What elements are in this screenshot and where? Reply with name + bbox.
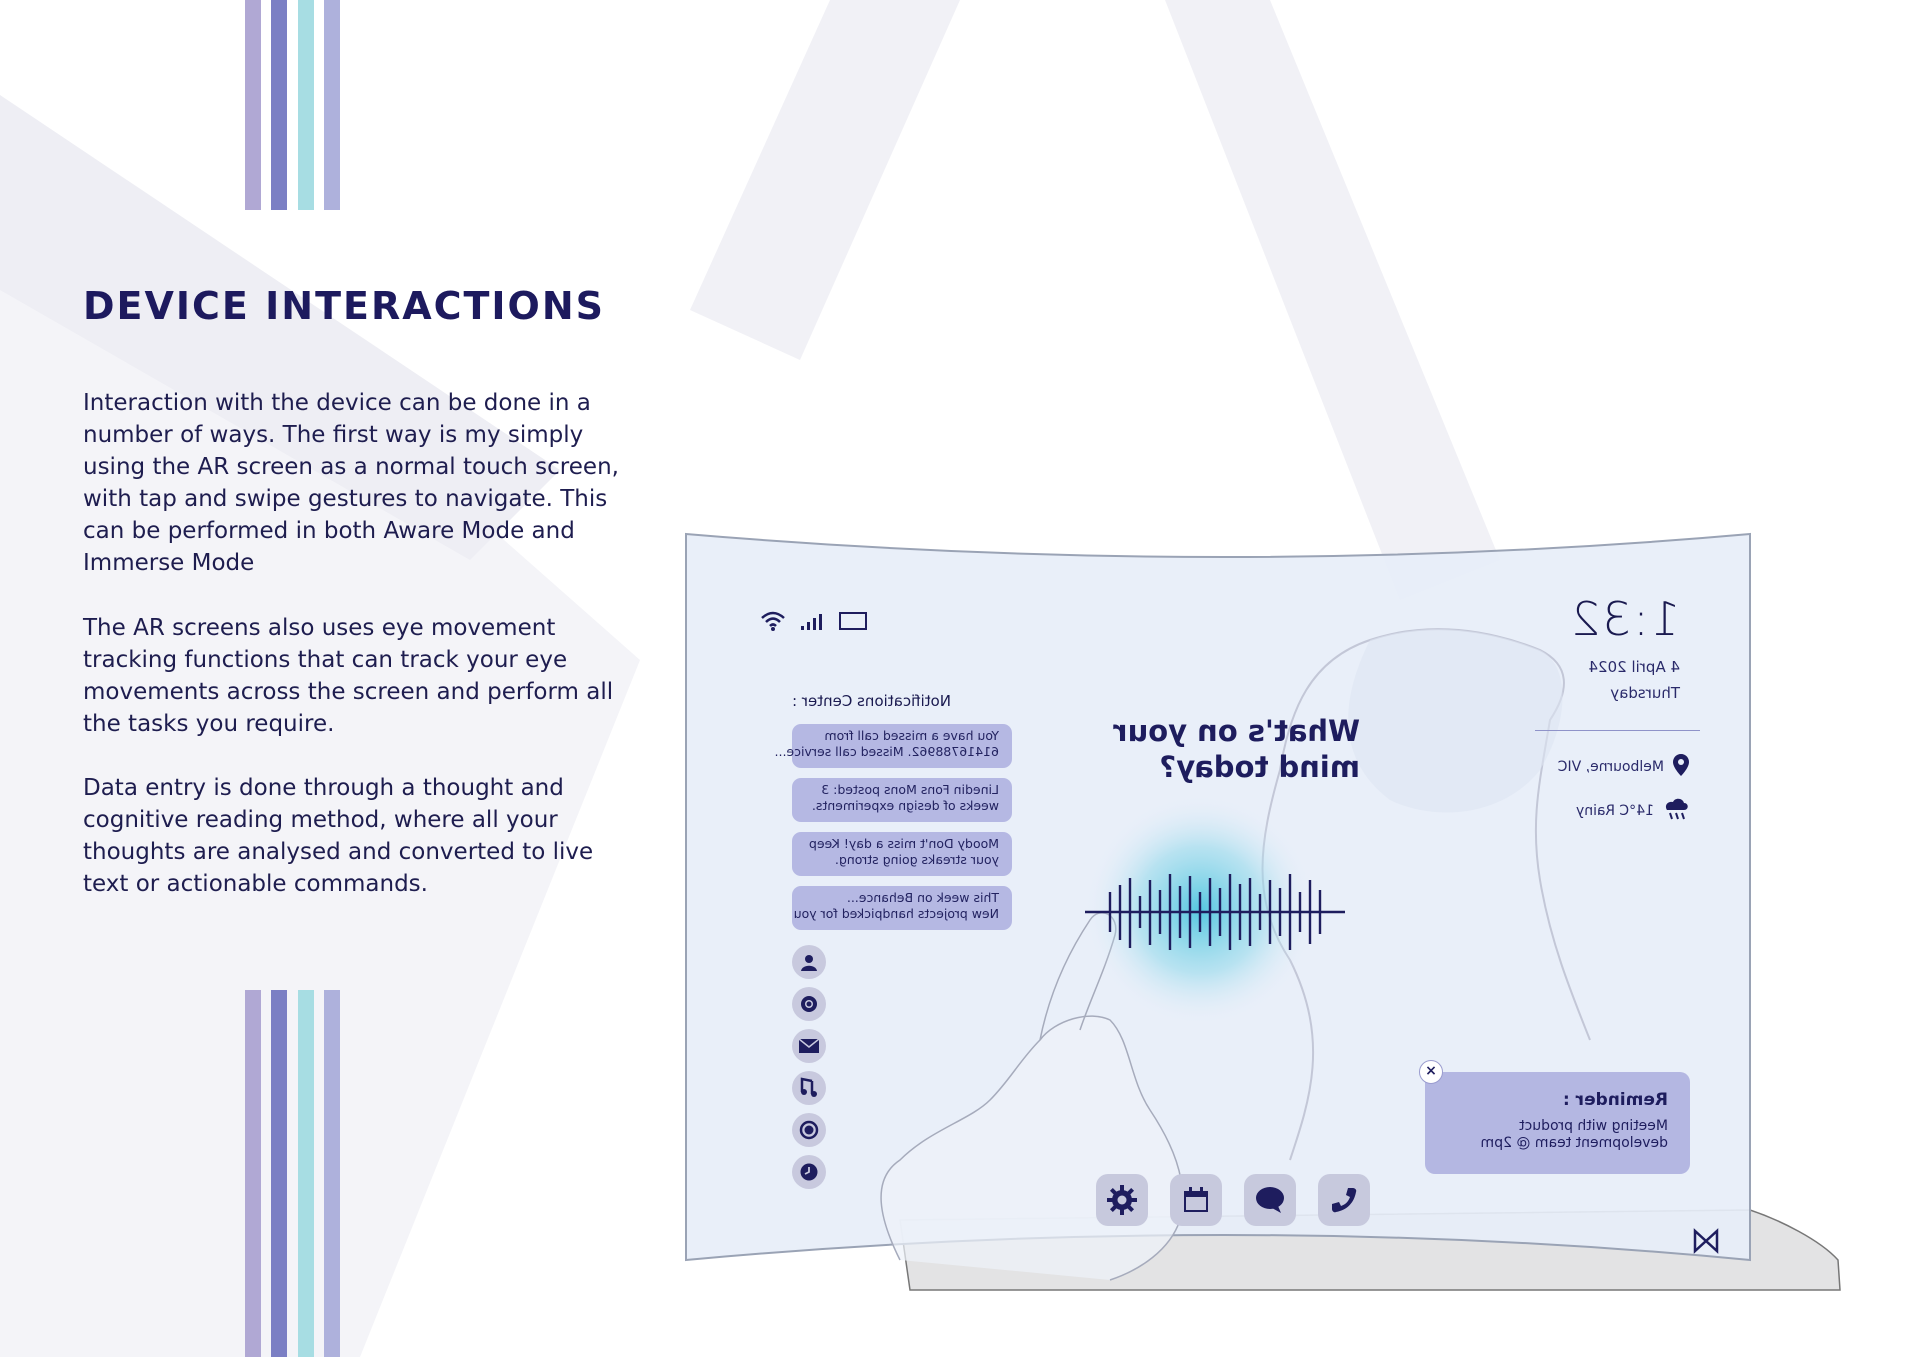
profile-icon[interactable] xyxy=(792,945,826,979)
notification-card[interactable]: You have a missed call from 61416788962.… xyxy=(774,724,1012,768)
clock-icon[interactable] xyxy=(792,1155,826,1189)
weather-row: 14°C Rainy xyxy=(1576,796,1690,826)
paragraph-eye-tracking: The AR screens also uses eye movement tr… xyxy=(83,615,614,737)
ar-screen-content: 1:32 4 April 2024 Thursday Melbourne, VI… xyxy=(690,540,1750,1280)
location-pin-icon xyxy=(1672,753,1690,781)
ar-device-mockup: 1:32 4 April 2024 Thursday Melbourne, VI… xyxy=(670,520,1850,1291)
prompt-line: What's on your xyxy=(1113,714,1360,748)
notifications-title: Notifications Center : xyxy=(792,692,951,710)
reminder-body: Meeting with product development team @ … xyxy=(1480,1118,1668,1151)
chrome-icon[interactable] xyxy=(792,987,826,1021)
top-stripes xyxy=(245,0,340,210)
notification-line: weeks of design experiments. xyxy=(811,798,999,813)
mail-icon[interactable] xyxy=(792,1029,826,1063)
paragraph-data-entry: Data entry is done through a thought and… xyxy=(83,775,594,897)
prompt-line: mind today? xyxy=(1159,750,1360,784)
location-row: Melbourne, VIC xyxy=(1558,753,1690,781)
clock-time: 1:32 xyxy=(1568,592,1680,646)
notification-line: New projects handpicked for you xyxy=(793,906,999,921)
phone-icon[interactable] xyxy=(1318,1174,1370,1226)
notification-line: your streaks going strong. xyxy=(834,852,999,867)
notification-card[interactable]: This week on Behance... New projects han… xyxy=(792,886,1012,930)
settings-icon[interactable] xyxy=(1096,1174,1148,1226)
bottom-stripes xyxy=(245,990,340,1357)
signal-bars-icon xyxy=(800,610,824,632)
record-icon[interactable] xyxy=(792,1113,826,1147)
reminder-title: Reminder : xyxy=(1562,1090,1668,1110)
notification-line: Linedin Fons Mons posted: 3 xyxy=(821,782,999,797)
battery-icon xyxy=(838,611,868,631)
date-label: 4 April 2024 xyxy=(1588,658,1680,676)
notification-line: 61416788962. Missed call service... xyxy=(774,744,999,759)
divider xyxy=(1535,730,1700,731)
app-dock xyxy=(1096,1174,1370,1226)
voice-waveform xyxy=(1085,874,1345,950)
status-bar xyxy=(760,610,868,632)
notification-card[interactable]: Linedin Fons Mons posted: 3 weeks of des… xyxy=(792,778,1012,822)
notification-card[interactable]: Moody Don't miss a day! Keep your streak… xyxy=(792,832,1012,876)
notification-line: Moody Don't miss a day! Keep xyxy=(808,836,999,851)
notification-line: This week on Behance... xyxy=(846,890,999,905)
day-label: Thursday xyxy=(1610,684,1680,702)
voice-prompt: What's on your mind today? xyxy=(1113,713,1360,785)
chat-icon[interactable] xyxy=(1244,1174,1296,1226)
paragraph-touch-interaction: Interaction with the device can be done … xyxy=(83,390,619,576)
app-launcher xyxy=(792,945,826,1197)
notification-line: You have a missed call from xyxy=(824,728,999,743)
rain-cloud-icon xyxy=(1662,796,1690,826)
wifi-icon xyxy=(760,610,786,632)
page-title: DEVICE INTERACTIONS xyxy=(83,284,606,328)
location-label: Melbourne, VIC xyxy=(1557,759,1664,775)
calendar-icon[interactable] xyxy=(1170,1174,1222,1226)
reminder-close-button[interactable]: × xyxy=(1419,1060,1443,1084)
music-icon[interactable] xyxy=(792,1071,826,1105)
weather-label: 14°C Rainy xyxy=(1575,803,1654,819)
reminder-card[interactable]: Reminder : Meeting with product developm… xyxy=(1425,1072,1690,1174)
brand-logo-icon xyxy=(1692,1228,1720,1258)
